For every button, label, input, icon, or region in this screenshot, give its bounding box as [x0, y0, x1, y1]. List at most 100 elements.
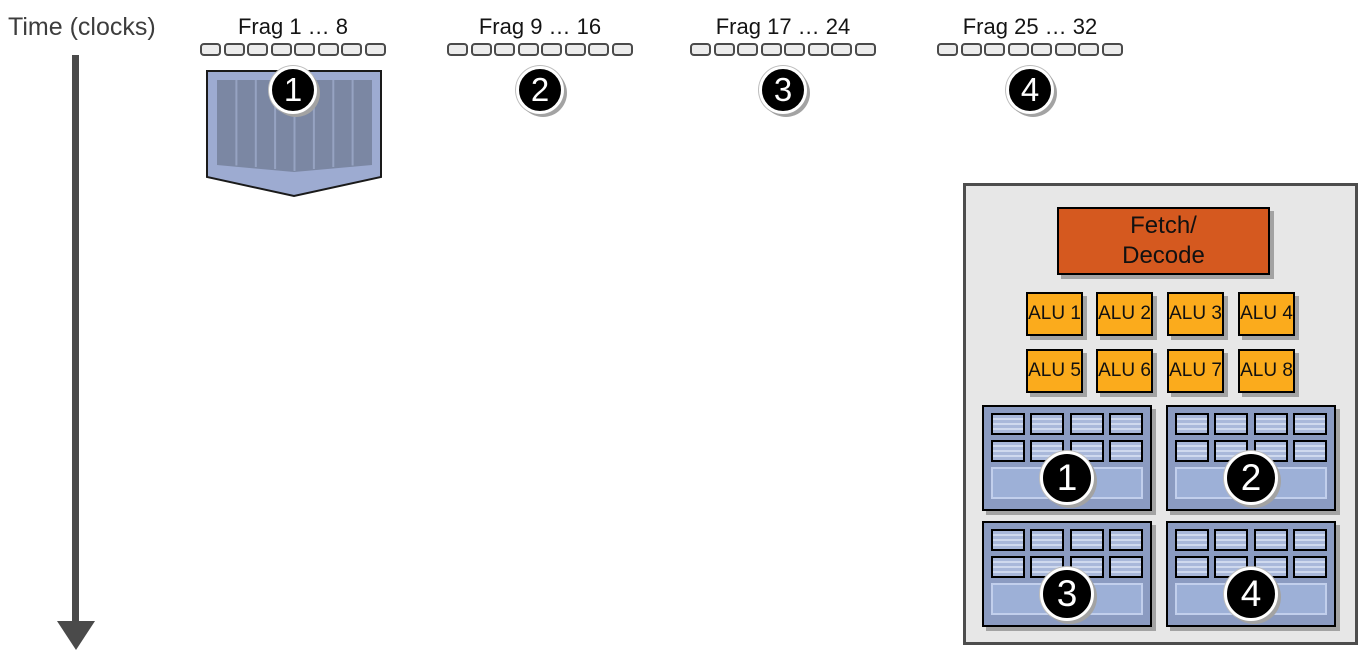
fragment-slot — [784, 43, 806, 56]
fragment-slot — [690, 43, 711, 56]
context-cell — [1253, 413, 1288, 435]
fragment-slot — [854, 43, 876, 56]
context-cell — [1175, 413, 1209, 435]
fragment-slot — [247, 43, 269, 56]
execution-context-1: 1 — [982, 405, 1152, 511]
alu-unit-1: ALU 1 — [1026, 292, 1083, 336]
context-cell — [1108, 529, 1143, 551]
context-cell — [1175, 556, 1209, 578]
execution-context-4: 4 — [1166, 521, 1336, 627]
group-number-badge: 1 — [269, 66, 317, 114]
fragment-slot-row — [200, 43, 386, 56]
alu-label: ALU 1 — [1028, 303, 1081, 324]
context-cell-row — [991, 440, 1143, 462]
context-cell — [1292, 413, 1327, 435]
badge-number: 3 — [1056, 573, 1078, 614]
fragment-slot — [937, 43, 958, 56]
fragment-slot-row — [690, 43, 876, 56]
alu-unit-4: ALU 4 — [1238, 292, 1295, 336]
context-cell-row — [991, 413, 1143, 435]
time-axis-arrowhead-icon — [57, 621, 95, 650]
alu-label: ALU 7 — [1169, 360, 1222, 381]
context-number-badge: 4 — [1224, 567, 1278, 621]
fragment-slot — [1078, 43, 1100, 56]
fragment-slot — [960, 43, 982, 56]
badge-number: 2 — [1240, 457, 1262, 498]
fragment-slot — [517, 43, 539, 56]
alu-unit-8: ALU 8 — [1238, 349, 1295, 393]
badge-number: 2 — [530, 71, 550, 108]
context-cell — [1214, 413, 1249, 435]
fragment-slot — [447, 43, 468, 56]
frag-group-4: Frag 25 … 32 4 — [937, 14, 1123, 114]
context-cell-row — [1175, 413, 1327, 435]
fragment-slot — [807, 43, 829, 56]
context-cell — [1292, 440, 1327, 462]
context-cell-row — [991, 529, 1143, 551]
fragment-slot — [270, 43, 292, 56]
context-cell — [1069, 413, 1104, 435]
fragment-slot — [223, 43, 245, 56]
frag-group-label: Frag 9 … 16 — [478, 14, 602, 39]
frag-group-label: Frag 17 … 24 — [715, 14, 851, 39]
badge-number: 4 — [1020, 71, 1040, 108]
context-cell — [991, 413, 1025, 435]
alu-label: ALU 5 — [1028, 360, 1081, 381]
shader-invocation-shape — [206, 70, 382, 198]
context-cell — [1030, 529, 1065, 551]
fragment-slot — [200, 43, 221, 56]
context-cell — [1292, 529, 1327, 551]
context-cell — [1175, 529, 1209, 551]
alu-unit-2: ALU 2 — [1096, 292, 1153, 336]
fragment-slot — [1031, 43, 1053, 56]
fetch-decode-line1: Fetch/ — [1130, 212, 1197, 239]
alu-unit-7: ALU 7 — [1167, 349, 1224, 393]
context-cell — [1069, 529, 1104, 551]
fragment-slot — [984, 43, 1006, 56]
group-number-badge: 2 — [516, 66, 564, 114]
fragment-slot — [1007, 43, 1029, 56]
fragment-slot — [564, 43, 586, 56]
context-cell — [1108, 413, 1143, 435]
context-cell — [991, 556, 1025, 578]
frag-group-1: Frag 1 … 8 1 — [200, 14, 386, 114]
context-cell — [1030, 413, 1065, 435]
context-number-badge: 2 — [1224, 451, 1278, 505]
alu-label: ALU 8 — [1240, 360, 1293, 381]
fragment-slot — [364, 43, 386, 56]
badge-number: 1 — [1056, 457, 1078, 498]
fragment-slot — [470, 43, 492, 56]
context-cell — [1175, 440, 1209, 462]
fragment-slot — [294, 43, 316, 56]
fragment-slot — [341, 43, 363, 56]
context-cell — [1253, 529, 1288, 551]
alu-label: ALU 4 — [1240, 303, 1293, 324]
alu-label: ALU 6 — [1098, 360, 1151, 381]
execution-context-3: 3 — [982, 521, 1152, 627]
fragment-slot — [541, 43, 563, 56]
alu-unit-5: ALU 5 — [1026, 349, 1083, 393]
context-cell — [991, 440, 1025, 462]
frag-group-3: Frag 17 … 24 3 — [690, 14, 876, 114]
frag-group-label: Frag 1 … 8 — [237, 14, 349, 39]
fragment-slot — [611, 43, 633, 56]
badge-number: 1 — [283, 71, 303, 108]
fragment-slot — [317, 43, 339, 56]
frag-group-label: Frag 25 … 32 — [962, 14, 1098, 39]
time-axis-line — [72, 55, 79, 622]
fragment-slot — [1101, 43, 1123, 56]
alu-label: ALU 3 — [1169, 303, 1222, 324]
badge-number: 3 — [773, 71, 793, 108]
alu-unit-6: ALU 6 — [1096, 349, 1153, 393]
group-number-badge: 4 — [1006, 66, 1054, 114]
group-number-badge: 3 — [759, 66, 807, 114]
execution-context-2: 2 — [1166, 405, 1336, 511]
context-number-badge: 3 — [1040, 567, 1094, 621]
fragment-slot — [494, 43, 516, 56]
fetch-decode-line2: Decode — [1122, 242, 1205, 269]
context-cell-row — [1175, 529, 1327, 551]
fragment-slot — [713, 43, 735, 56]
context-cell — [1214, 529, 1249, 551]
fragment-slot — [737, 43, 759, 56]
